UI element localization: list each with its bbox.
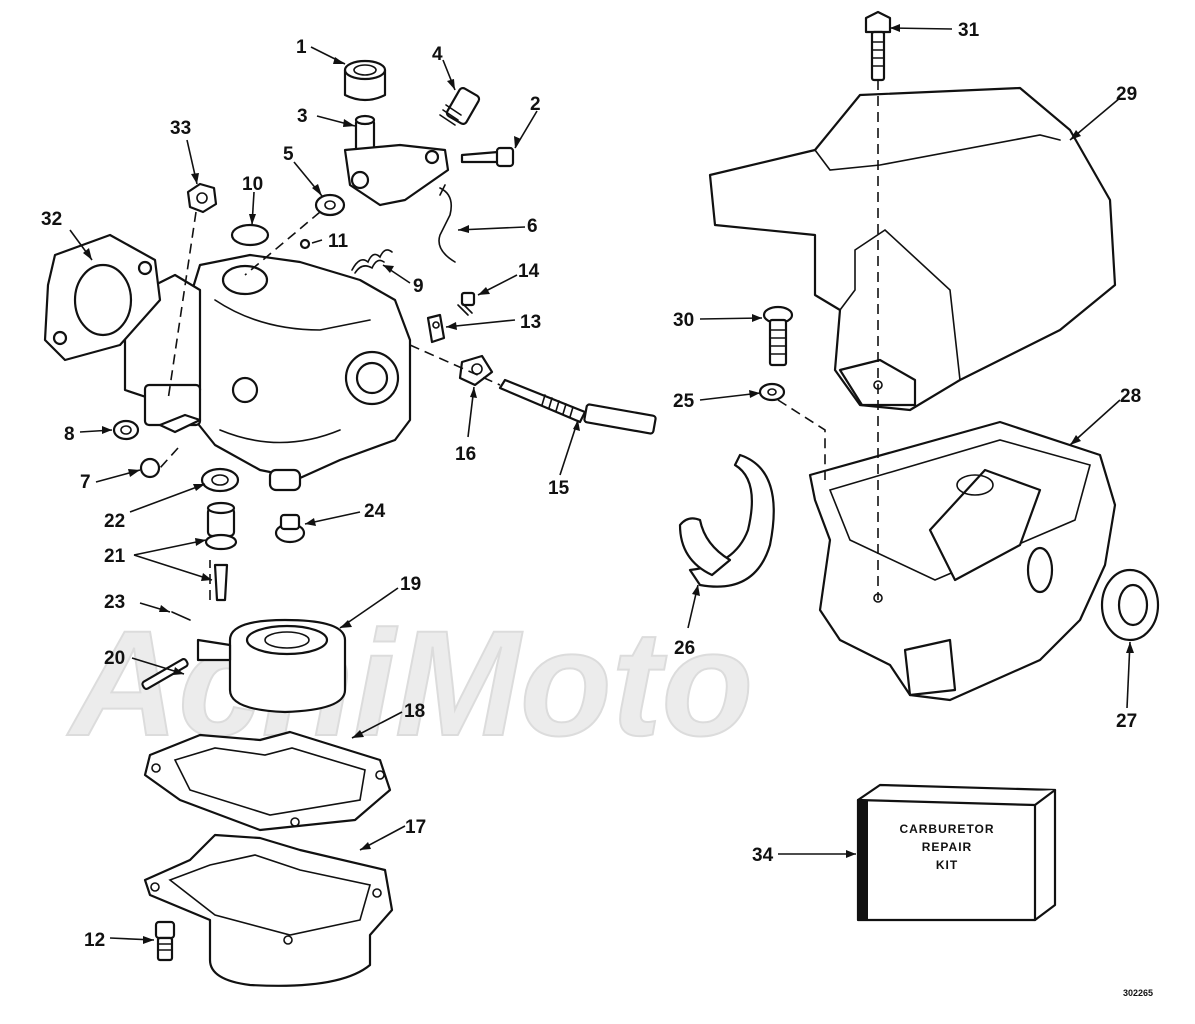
callout-27: 27 — [1116, 711, 1137, 732]
drawing-code: 302265 — [1123, 988, 1153, 998]
callout-12: 12 — [84, 930, 105, 951]
part-13-clip — [426, 313, 446, 344]
callout-18: 18 — [404, 701, 425, 722]
callout-24: 24 — [364, 501, 386, 522]
callout-20: 20 — [104, 648, 125, 669]
part-18-gasket — [143, 730, 392, 832]
part-27-grommet — [1100, 568, 1160, 642]
part-19-float — [196, 618, 347, 714]
alignment-line — [244, 211, 321, 276]
callout-29: 29 — [1116, 84, 1137, 105]
part-29-silencer-cover — [708, 86, 1117, 412]
callout-32: 32 — [41, 209, 62, 230]
part-2-screw — [460, 146, 515, 168]
callout-25: 25 — [673, 391, 695, 412]
part-21-needle-seat — [204, 501, 238, 602]
part-14-screw — [457, 291, 476, 316]
callout-16: 16 — [455, 444, 476, 465]
part-23-pin — [171, 611, 191, 621]
part-28-silencer-base — [808, 420, 1117, 702]
callout-19: 19 — [400, 574, 421, 595]
part-7-ball — [139, 457, 161, 479]
callout-4: 4 — [432, 44, 443, 65]
part-12-screw — [154, 920, 176, 962]
callout-1: 1 — [296, 37, 307, 58]
callout-6: 6 — [527, 216, 538, 237]
part-15-needle-valve — [498, 378, 657, 435]
callout-15: 15 — [548, 478, 570, 499]
part-11-ball — [299, 238, 311, 250]
part-1-cap — [343, 59, 387, 102]
part-25-washer — [758, 382, 786, 402]
leader-lines — [69, 24, 1134, 944]
carburetor-body — [173, 253, 412, 492]
kit-label-line-1: CARBURETOR — [899, 822, 994, 836]
callout-21: 21 — [104, 546, 126, 567]
callout-23: 23 — [104, 592, 125, 613]
part-10-plug — [230, 223, 270, 247]
part-30-screw — [762, 305, 794, 367]
callout-13: 13 — [520, 312, 541, 333]
part-22-gasket — [200, 467, 240, 493]
callout-11: 11 — [328, 231, 349, 252]
alignment-line — [159, 447, 179, 469]
kit-label-line-3: KIT — [936, 858, 958, 872]
alignment-line — [777, 399, 826, 480]
callout-labels: 1 2 3 4 5 6 7 8 9 10 11 12 13 14 15 16 1… — [41, 20, 1141, 951]
callout-7: 7 — [80, 472, 91, 493]
part-33-nut — [186, 182, 218, 214]
part-6-clip — [438, 184, 456, 263]
part-34-repair-kit-box: CARBURETOR REPAIR KIT — [856, 783, 1057, 922]
callout-34: 34 — [752, 845, 774, 866]
part-3-lever — [343, 114, 450, 207]
part-26-seal-ring — [678, 453, 775, 588]
part-4-shaft — [439, 87, 481, 126]
callout-31: 31 — [958, 20, 980, 41]
callout-8: 8 — [64, 424, 75, 445]
part-16-packing-nut — [458, 354, 494, 387]
part-17-float-bowl — [143, 833, 394, 987]
part-5-washer — [314, 193, 346, 217]
part-32-gasket — [43, 233, 162, 362]
part-20-pin — [141, 658, 189, 690]
callout-22: 22 — [104, 511, 125, 532]
callout-28: 28 — [1120, 386, 1141, 407]
part-24-plug — [274, 513, 306, 544]
callout-10: 10 — [242, 174, 263, 195]
callout-26: 26 — [674, 638, 695, 659]
part-8-seal — [112, 419, 140, 441]
kit-label-line-2: REPAIR — [922, 840, 972, 854]
callout-30: 30 — [673, 310, 694, 331]
callout-2: 2 — [530, 94, 541, 115]
alignment-line — [409, 344, 501, 386]
callout-9: 9 — [413, 276, 424, 297]
callout-33: 33 — [170, 118, 191, 139]
callout-5: 5 — [283, 144, 294, 165]
part-9-spring — [351, 249, 393, 274]
watermark: AchiMoto — [66, 599, 753, 767]
callout-14: 14 — [518, 261, 540, 282]
part-31-screw — [864, 10, 892, 82]
callout-3: 3 — [297, 106, 308, 127]
callout-17: 17 — [405, 817, 426, 838]
